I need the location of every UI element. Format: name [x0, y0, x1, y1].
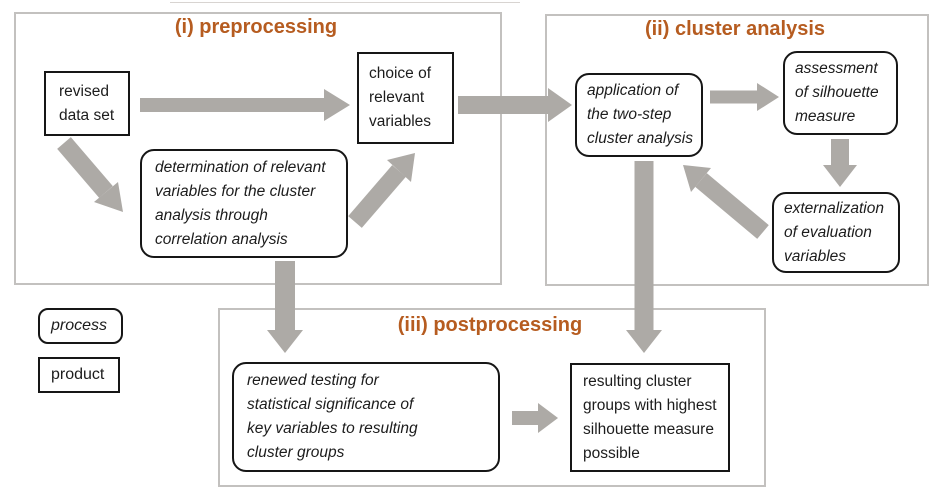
top-border-artifact [170, 2, 520, 3]
panel-title-postprocessing: (iii) postprocessing [397, 314, 583, 336]
arrow-application-to-resulting [626, 161, 662, 353]
arrow-externalization-to-application [683, 165, 769, 239]
node-resulting-cluster-groups: resulting cluster groups with highest si… [570, 363, 730, 472]
panel-title-preprocessing: (i) preprocessing [174, 16, 338, 38]
panel-cluster-analysis [545, 14, 929, 286]
arrow-determination-to-choice [348, 153, 415, 228]
node-assessment-silhouette-measure: assessment of silhouette measure [783, 51, 898, 135]
node-externalization-evaluation-variables: externalization of evaluation variables [772, 192, 900, 273]
node-application-two-step-cluster: application of the two-step cluster anal… [575, 73, 703, 157]
arrow-assessment-to-externalization [823, 139, 857, 187]
arrow-revised-to-choice [140, 89, 350, 121]
arrow-choice-to-application [458, 88, 572, 122]
node-choice-of-relevant-variables: choice of relevant variables [357, 52, 454, 144]
arrow-renewed-to-resulting [512, 403, 558, 433]
panel-postprocessing [218, 308, 766, 487]
legend-product: product [38, 357, 120, 393]
arrow-determination-to-renewed [267, 261, 303, 353]
panel-title-cluster-analysis: (ii) cluster analysis [644, 18, 826, 40]
arrow-revised-to-determination [57, 137, 123, 212]
node-determination-of-relevant-variables: determination of relevant variables for … [140, 149, 348, 258]
legend-process: process [38, 308, 123, 344]
panel-preprocessing [14, 12, 502, 285]
arrow-application-to-assessment [710, 83, 779, 111]
node-renewed-testing-significance: renewed testing for statistical signific… [232, 362, 500, 472]
node-revised-data-set: revised data set [44, 71, 130, 136]
